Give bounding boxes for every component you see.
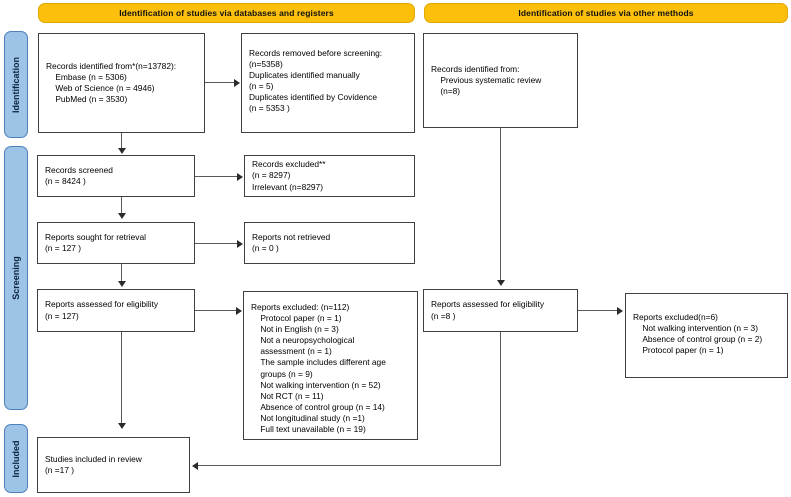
box-reports-assessed-for-eligibility: Reports assessed for eligibility (n = 12… bbox=[37, 289, 195, 332]
box-reports-excluded: Reports excluded: (n=112) Protocol paper… bbox=[243, 291, 418, 440]
box-records-identified-text: Records identified from*(n=13782): Embas… bbox=[46, 60, 177, 105]
arrowhead-screened-to-excluded bbox=[237, 172, 243, 181]
arrowhead-assessed-to-included bbox=[117, 423, 126, 429]
arrowhead-other-to-included bbox=[192, 461, 198, 470]
stage-bar-identification: Identification bbox=[4, 31, 28, 138]
arrowhead-other-assessed-to-excluded bbox=[617, 306, 623, 315]
connector-other-to-included bbox=[198, 465, 500, 467]
connector-screened-to-sought bbox=[121, 197, 123, 214]
box-records-removed-before-screening: Records removed before screening: (n=535… bbox=[241, 33, 415, 133]
box-other-records-identified: Records identified from: Previous system… bbox=[423, 33, 578, 128]
box-other-reports-excluded-text: Reports excluded(n=6) Not walking interv… bbox=[633, 312, 763, 356]
box-records-excluded-text: Records excluded** (n = 8297) Irrelevant… bbox=[252, 159, 326, 192]
connector-screened-to-excluded bbox=[195, 176, 238, 178]
stage-label-included: Included bbox=[11, 439, 21, 478]
box-reports-excluded-text: Reports excluded: (n=112) Protocol paper… bbox=[251, 302, 386, 435]
phase-header-databases-label: Identification of studies via databases … bbox=[119, 8, 334, 18]
stage-bar-included: Included bbox=[4, 424, 28, 493]
box-reports-sought-for-retrieval: Reports sought for retrieval (n = 127 ) bbox=[37, 222, 195, 264]
stage-label-identification: Identification bbox=[11, 56, 21, 113]
stage-label-screening: Screening bbox=[11, 256, 21, 300]
arrowhead-assessed-to-excluded bbox=[236, 306, 242, 315]
box-records-identified: Records identified from*(n=13782): Embas… bbox=[38, 33, 205, 133]
box-other-reports-excluded: Reports excluded(n=6) Not walking interv… bbox=[625, 293, 788, 378]
arrowhead-screened-to-sought bbox=[117, 213, 126, 219]
connector-identified-to-removed bbox=[205, 82, 235, 84]
box-reports-assessed-text: Reports assessed for eligibility (n = 12… bbox=[45, 299, 159, 321]
arrowhead-other-identified-to-assessed bbox=[496, 280, 505, 286]
box-other-reports-assessed-text: Reports assessed for eligibility (n =8 ) bbox=[431, 299, 545, 321]
connector-other-identified-to-assessed bbox=[500, 128, 502, 281]
arrowhead-identified-to-removed bbox=[234, 78, 240, 87]
connector-sought-to-not-retrieved bbox=[195, 243, 238, 245]
box-reports-sought-text: Reports sought for retrieval (n = 127 ) bbox=[45, 231, 147, 253]
connector-assessed-to-included bbox=[121, 332, 123, 424]
stage-bar-screening: Screening bbox=[4, 146, 28, 410]
box-reports-not-retrieved-text: Reports not retrieved (n = 0 ) bbox=[252, 231, 331, 253]
connector-identified-to-screened bbox=[121, 133, 123, 149]
box-other-records-identified-text: Records identified from: Previous system… bbox=[431, 63, 542, 97]
phase-header-other-methods: Identification of studies via other meth… bbox=[424, 3, 788, 23]
box-reports-not-retrieved: Reports not retrieved (n = 0 ) bbox=[244, 222, 415, 264]
box-records-excluded: Records excluded** (n = 8297) Irrelevant… bbox=[244, 155, 415, 197]
arrowhead-identified-to-screened bbox=[117, 148, 126, 154]
connector-other-assessed-down bbox=[500, 332, 502, 466]
connector-sought-to-assessed bbox=[121, 264, 123, 282]
phase-header-other-methods-label: Identification of studies via other meth… bbox=[518, 8, 694, 18]
connector-assessed-to-excluded bbox=[195, 310, 237, 312]
phase-header-databases: Identification of studies via databases … bbox=[38, 3, 415, 23]
box-records-removed-text: Records removed before screening: (n=535… bbox=[249, 48, 383, 114]
box-other-reports-assessed-for-eligibility: Reports assessed for eligibility (n =8 ) bbox=[423, 289, 578, 332]
box-records-screened-text: Records screened (n = 8424 ) bbox=[45, 164, 113, 186]
box-studies-included-text: Studies included in review (n =17 ) bbox=[45, 453, 142, 475]
arrowhead-sought-to-assessed bbox=[117, 281, 126, 287]
arrowhead-sought-to-not-retrieved bbox=[237, 239, 243, 248]
connector-other-assessed-to-excluded bbox=[578, 310, 618, 312]
box-records-screened: Records screened (n = 8424 ) bbox=[37, 155, 195, 197]
box-studies-included-in-review: Studies included in review (n =17 ) bbox=[37, 437, 190, 493]
